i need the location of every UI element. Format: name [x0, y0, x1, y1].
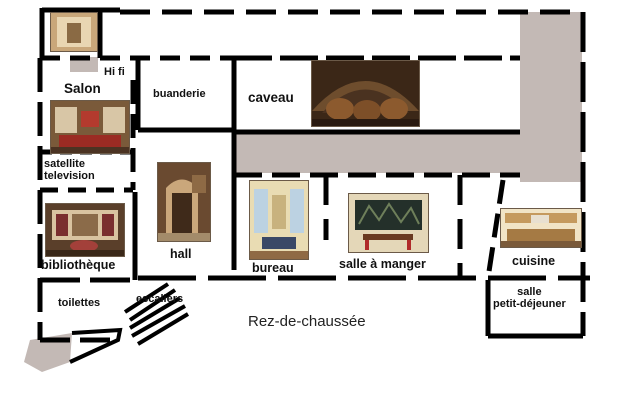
bureau-label: bureau — [252, 261, 294, 275]
bibliotheque-photo — [45, 203, 125, 257]
walls — [37, 7, 590, 343]
bureau-photo — [249, 180, 309, 260]
satellite-line2: television — [44, 169, 95, 182]
cuisine-label: cuisine — [512, 254, 556, 268]
service-corridor-horizontal — [234, 133, 582, 173]
salon-photo — [50, 100, 130, 154]
hall-label: hall — [170, 247, 192, 261]
salon-label: Salon — [64, 81, 101, 96]
toilettes-label: toilettes — [58, 297, 101, 309]
escaliers-label: escaliers — [136, 293, 184, 305]
caveau-label: caveau — [248, 90, 294, 105]
salle-line2: petit-déjeuner — [493, 297, 566, 310]
service-areas — [24, 12, 582, 372]
top-tower-photo — [50, 12, 98, 52]
salle-line1: salle — [517, 286, 542, 298]
bibliotheque-label: bibliothèque — [41, 258, 116, 272]
chimney-block — [70, 57, 98, 72]
floor-title: Rez-de-chaussée — [248, 313, 366, 330]
hall-photo — [157, 162, 211, 242]
satellite-label: satellite television — [44, 158, 95, 182]
buanderie-label: buanderie — [153, 88, 206, 100]
tower-base — [24, 333, 72, 372]
cuisine-photo — [500, 208, 582, 248]
caveau-photo — [311, 60, 420, 127]
salle-a-manger-label: salle à manger — [339, 257, 426, 271]
satellite-line1: satellite — [44, 158, 85, 170]
petit-dejeuner-label: salle petit-déjeuner — [493, 286, 566, 310]
tower-outline — [69, 327, 123, 364]
salle-a-manger-photo — [348, 193, 429, 253]
hifi-label: Hi fi — [104, 66, 125, 78]
escaliers-stairs — [123, 282, 190, 346]
